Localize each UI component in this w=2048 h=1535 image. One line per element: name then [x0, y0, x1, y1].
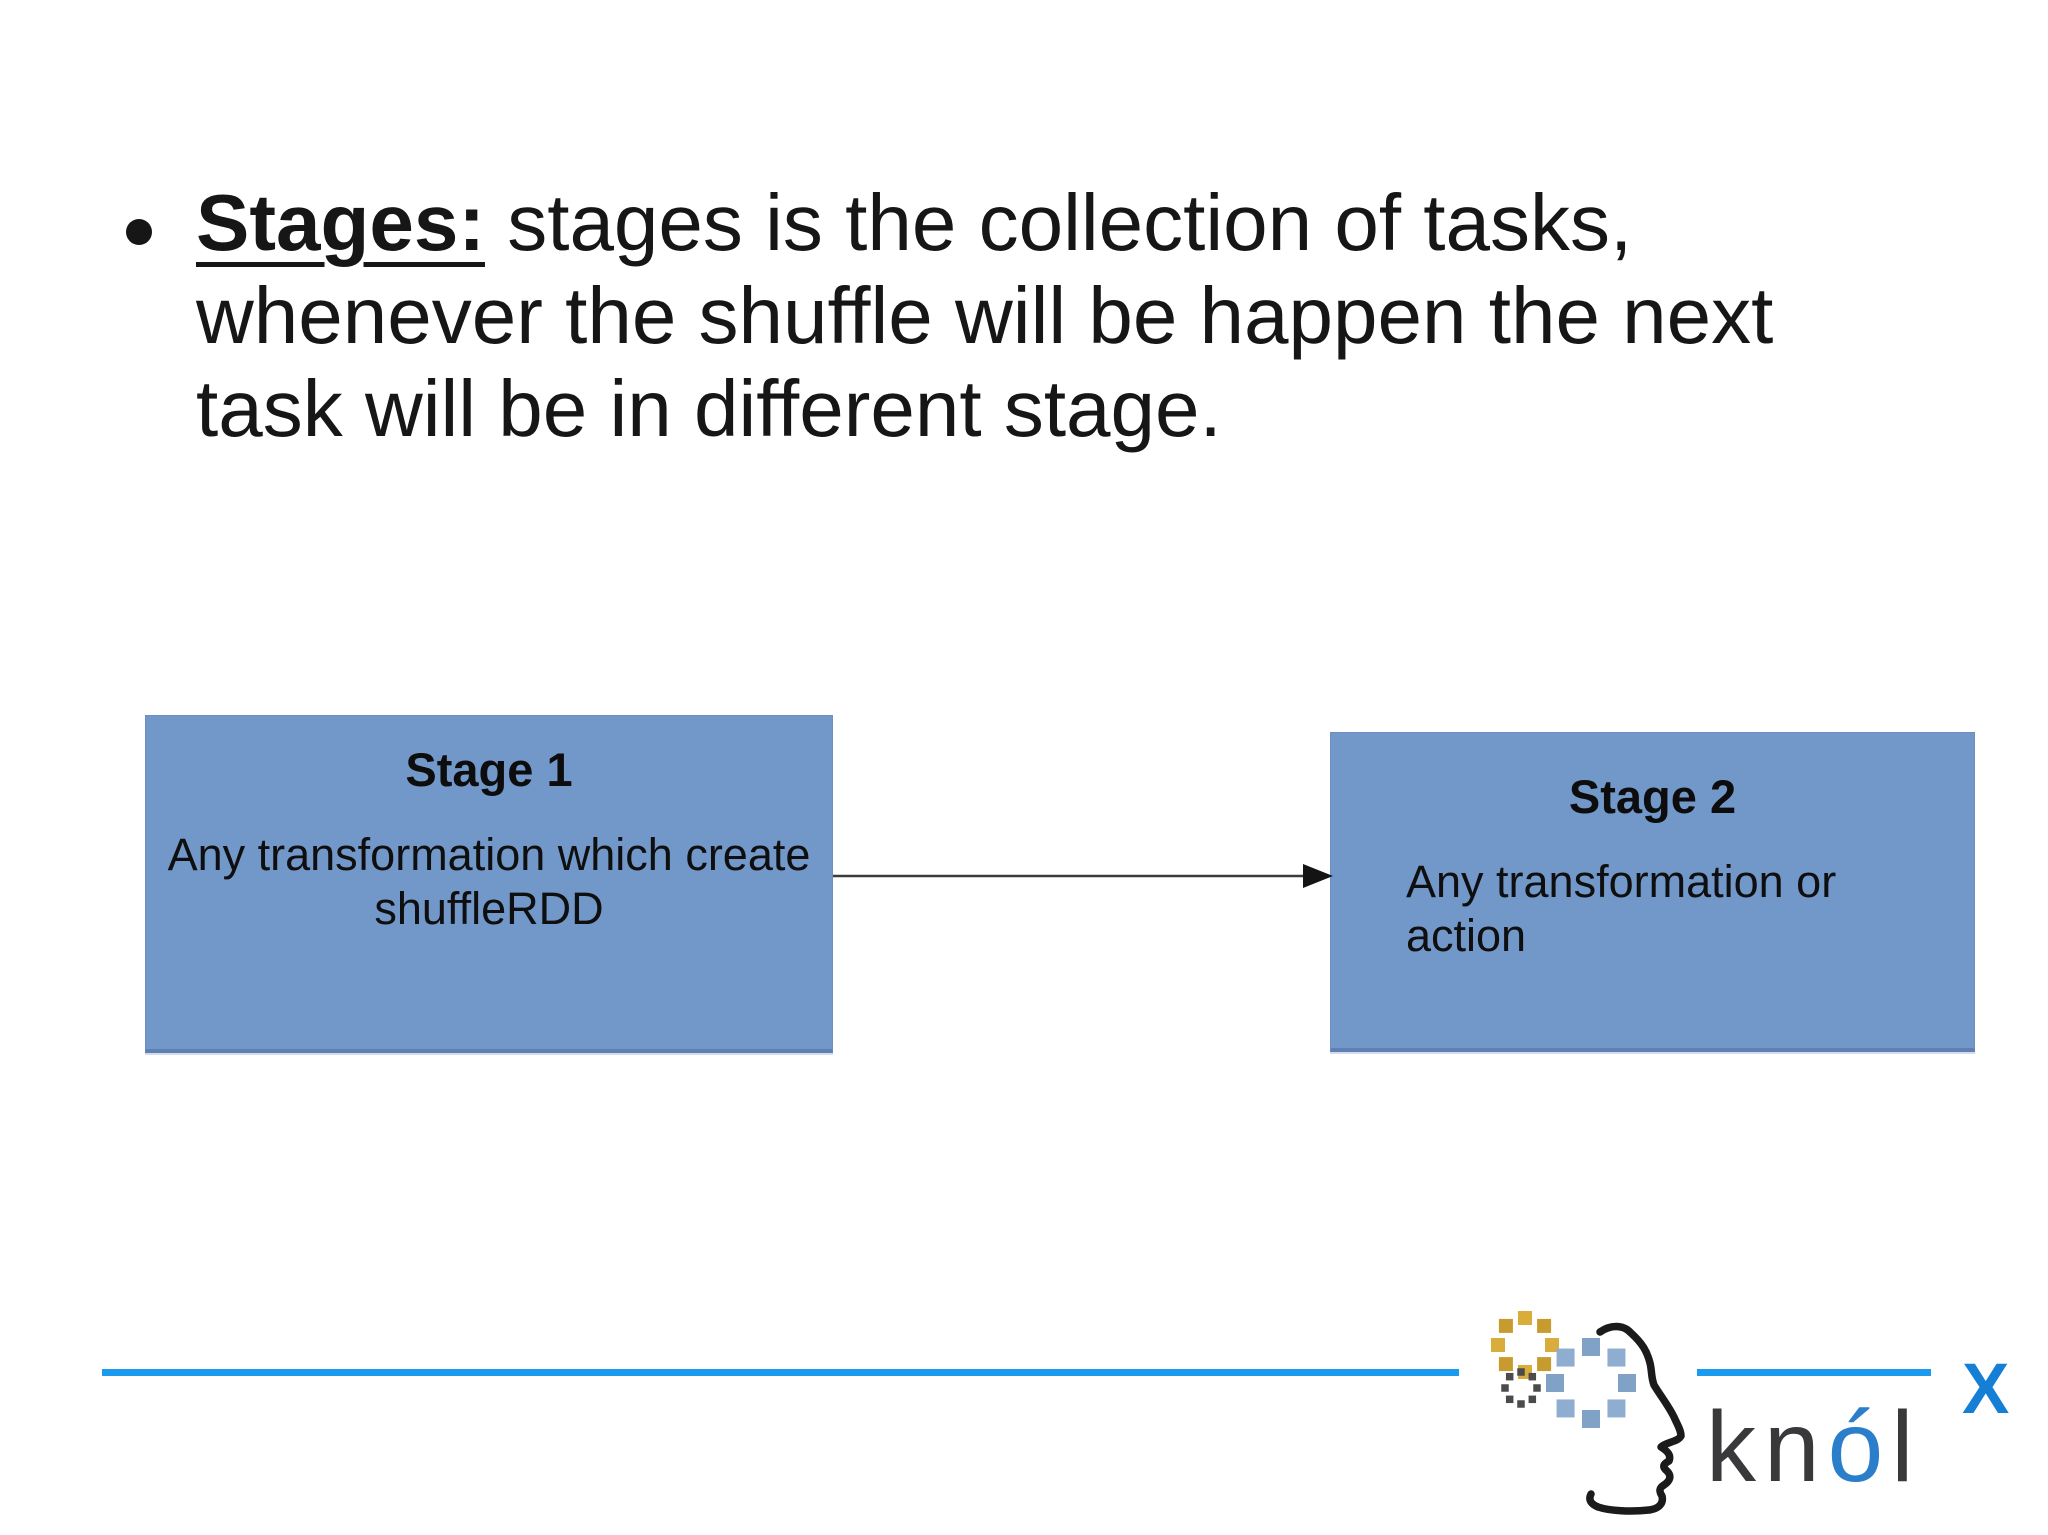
stage1-body: Any transformation which create shuffleR… — [145, 828, 833, 936]
bullet-line-1: Stages: stages is the collection of task… — [196, 176, 1956, 269]
bullet-marker — [126, 219, 152, 245]
bottom-rule — [102, 1369, 1459, 1376]
bullet-line-1-rest: stages is the collection of tasks, — [484, 178, 1633, 267]
stage2-body-line2: action — [1406, 910, 1527, 961]
arrowhead-icon — [1303, 864, 1333, 888]
logo-text: knól — [1706, 1397, 1921, 1497]
bullet-line-2: whenever the shuffle will be happen the … — [196, 271, 1774, 360]
stage2-body: Any transformation or action — [1406, 855, 1951, 963]
logo-rule — [1697, 1369, 1931, 1376]
stage2-body-line1: Any transformation or — [1406, 856, 1837, 907]
knolx-logo-graphic — [1491, 1311, 1685, 1515]
stage1-box — [145, 715, 833, 1053]
stage1-body-line1: Any transformation which create — [167, 829, 811, 880]
stage1-body-line2: shuffleRDD — [374, 883, 604, 934]
gear-gray-icon — [1501, 1368, 1541, 1408]
gear-blue-icon — [1546, 1338, 1636, 1428]
logo-l: l — [1891, 1391, 1922, 1503]
stage2-box — [1330, 732, 1975, 1052]
bullet-paragraph: Stages: stages is the collection of task… — [196, 176, 1956, 455]
flow-arrow — [833, 864, 1333, 888]
stages-term: Stages: — [196, 178, 485, 267]
logo-sup-x: X — [1962, 1350, 2010, 1429]
logo-kn: kn — [1706, 1391, 1828, 1503]
gear-gold-icon — [1491, 1311, 1559, 1379]
face-profile-icon — [1586, 1322, 1685, 1515]
stage1-title: Stage 1 — [405, 743, 573, 796]
stage2-title: Stage 2 — [1568, 770, 1737, 823]
logo-o: ó — [1827, 1391, 1892, 1503]
bullet-line-3: task will be in different stage. — [196, 364, 1222, 453]
